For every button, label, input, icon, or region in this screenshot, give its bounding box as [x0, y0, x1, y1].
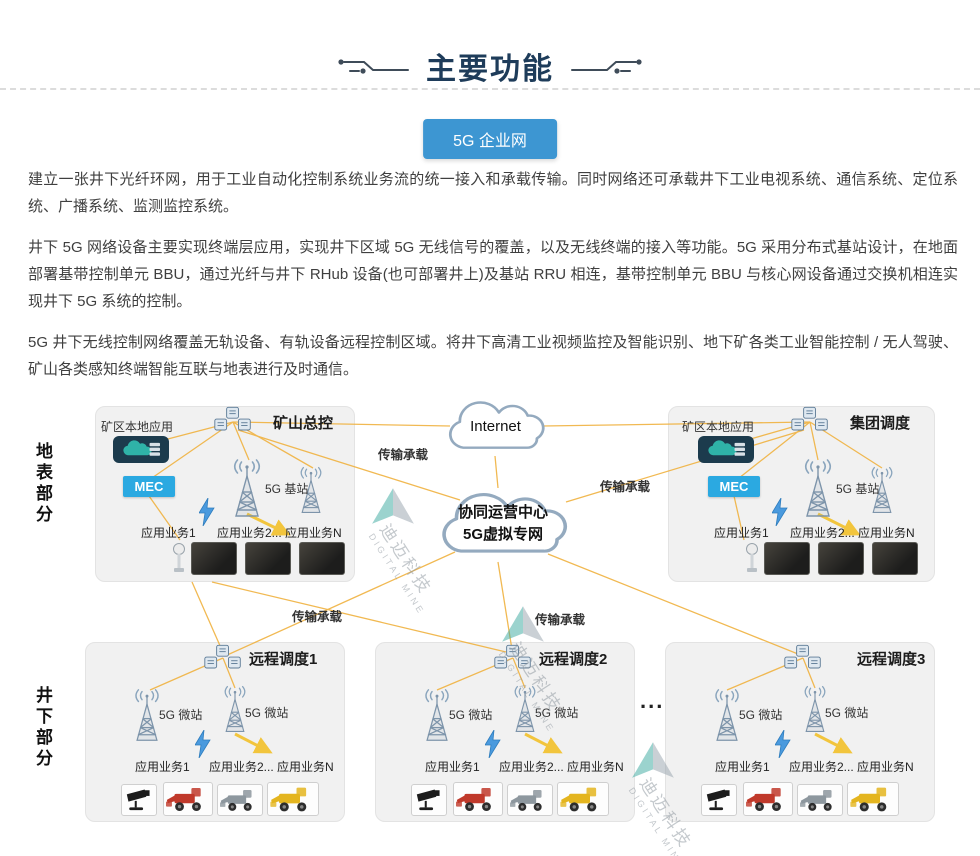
header-divider: [0, 88, 980, 90]
camera-icon: [121, 784, 157, 816]
service-photo: [764, 542, 810, 575]
mec-box: MEC: [123, 476, 175, 497]
transport-label-2: 传输承载: [600, 480, 651, 494]
more-sites-ellipsis: ...: [640, 688, 665, 713]
site-mine-master-control: 矿山总控 矿区本地应用 MEC 5G 基站 应用业务1 应用业务2... 应用业…: [95, 406, 355, 582]
watermark-logo-icon: [370, 486, 416, 526]
vehicle-icon-yellow: [267, 782, 319, 816]
transport-label-3: 传输承载: [292, 610, 343, 624]
section-badge-5g-enterprise[interactable]: 5G 企业网: [423, 119, 557, 159]
service-label-2: 应用业务2...: [789, 760, 854, 774]
service-label-3: 应用业务N: [277, 760, 334, 774]
operation-center-line1: 协同运营中心: [457, 504, 548, 522]
operation-center-line2: 5G虚拟专网: [462, 526, 543, 543]
section-label-surface: 地表部分: [33, 442, 52, 526]
cloud-server-icon: [118, 440, 164, 459]
service-label-2: 应用业务2...: [209, 760, 274, 774]
micro-station-label-1: 5G 微站: [739, 708, 783, 722]
site-title: 远程调度1: [249, 651, 318, 668]
service-label-3: 应用业务N: [857, 760, 914, 774]
local-app-appliance: [698, 436, 754, 463]
page-header: 主要功能: [0, 44, 980, 88]
service-photo: [299, 542, 345, 575]
service-label-3: 应用业务N: [567, 760, 624, 774]
paragraph-3: 5G 井下无线控制网络覆盖无轨设备、有轨设备远程控制区域。将井下高清工业视频监控…: [28, 334, 958, 379]
service-label-1: 应用业务1: [715, 760, 770, 774]
local-app-label: 矿区本地应用: [682, 420, 755, 434]
server-cluster-icon: [783, 644, 823, 672]
server-cluster-icon: [493, 644, 533, 672]
vehicle-icon-yellow: [847, 782, 899, 816]
site-remote-dispatch-1: 远程调度1 5G 微站 5G 微站 应用业务1 应用业务2... 应用业务N: [85, 642, 345, 822]
paragraph-2: 井下 5G 网络设备主要实现终端层应用，实现井下区域 5G 无线信号的覆盖，以及…: [28, 239, 958, 310]
local-app-label: 矿区本地应用: [101, 420, 174, 434]
sensor-icon: [744, 542, 760, 576]
page-title: 主要功能: [426, 53, 554, 86]
network-architecture-diagram: 地表部分 井下部分 传输承载 传输承载 传输承载 传输承载 Internet 协…: [0, 390, 980, 856]
station-label: 5G 基站: [265, 482, 309, 496]
server-cluster-icon: [790, 406, 830, 434]
service-photo: [872, 542, 918, 575]
service-label-1: 应用业务1: [141, 526, 196, 540]
site-remote-dispatch-2: 远程调度2 5G 微站 5G 微站 应用业务1 应用业务2... 应用业务N: [375, 642, 635, 822]
service-label-3: 应用业务N: [858, 526, 915, 540]
micro-station-label-1: 5G 微站: [449, 708, 493, 722]
service-label-1: 应用业务1: [135, 760, 190, 774]
site-title: 集团调度: [850, 415, 911, 432]
site-title: 远程调度2: [539, 651, 608, 668]
site-group-dispatch: 集团调度 矿区本地应用 MEC 5G 基站 应用业务1 应用业务2... 应用业…: [668, 406, 935, 582]
paragraph-1: 建立一张井下光纤环网，用于工业自动化控制系统业务流的统一接入和承载传输。同时网络…: [28, 171, 958, 215]
camera-icon: [411, 784, 447, 816]
station-label: 5G 基站: [836, 482, 880, 496]
sensor-icon: [171, 542, 187, 576]
server-cluster-icon: [213, 406, 253, 434]
micro-station-label-2: 5G 微站: [245, 706, 289, 720]
lightning-icon: [485, 730, 501, 758]
cloud-server-icon: [703, 440, 749, 459]
micro-station-label-2: 5G 微站: [535, 706, 579, 720]
transport-label-1: 传输承载: [378, 448, 429, 462]
transport-label-4: 传输承载: [535, 613, 586, 627]
service-label-1: 应用业务1: [425, 760, 480, 774]
watermark-en: DIGITAL MINE: [366, 531, 427, 617]
site-title: 矿山总控: [273, 415, 334, 432]
service-label-2: 应用业务2...: [217, 526, 282, 540]
vehicle-icon-red: [453, 782, 503, 816]
vehicle-icon-gray: [217, 784, 263, 816]
operation-center-label: 协同运营中心 5G虚拟专网: [428, 484, 578, 564]
service-photo: [191, 542, 237, 575]
mec-box: MEC: [708, 476, 760, 497]
description-text: 建立一张井下光纤环网，用于工业自动化控制系统业务流的统一接入和承载传输。同时网络…: [28, 167, 958, 399]
camera-icon: [701, 784, 737, 816]
service-label-2: 应用业务2...: [790, 526, 855, 540]
section-label-underground: 井下部分: [33, 686, 52, 770]
site-title: 远程调度3: [857, 651, 926, 668]
internet-label: Internet: [470, 417, 521, 435]
operation-center-cloud: 协同运营中心 5G虚拟专网: [428, 484, 578, 564]
site-remote-dispatch-3: 远程调度3 5G 微站 5G 微站 应用业务1 应用业务2... 应用业务N: [665, 642, 935, 822]
micro-station-label-1: 5G 微站: [159, 708, 203, 722]
5g-tower-icon: [227, 458, 267, 518]
vehicle-icon-gray: [797, 784, 843, 816]
5g-tower-icon: [798, 458, 838, 518]
internet-cloud: Internet: [438, 394, 553, 458]
title-decoration-right-icon: [571, 59, 642, 74]
vehicle-icon-yellow: [557, 782, 609, 816]
micro-station-label-2: 5G 微站: [825, 706, 869, 720]
vehicle-icon-red: [743, 782, 793, 816]
lightning-icon: [195, 730, 211, 758]
service-label-1: 应用业务1: [714, 526, 769, 540]
server-cluster-icon: [203, 644, 243, 672]
service-label-3: 应用业务N: [285, 526, 342, 540]
title-decoration-left-icon: [338, 59, 409, 74]
vehicle-icon-gray: [507, 784, 553, 816]
service-label-2: 应用业务2...: [499, 760, 564, 774]
local-app-appliance: [113, 436, 169, 463]
service-photo: [818, 542, 864, 575]
lightning-icon: [772, 498, 788, 526]
lightning-icon: [199, 498, 215, 526]
vehicle-icon-red: [163, 782, 213, 816]
service-photo: [245, 542, 291, 575]
lightning-icon: [775, 730, 791, 758]
